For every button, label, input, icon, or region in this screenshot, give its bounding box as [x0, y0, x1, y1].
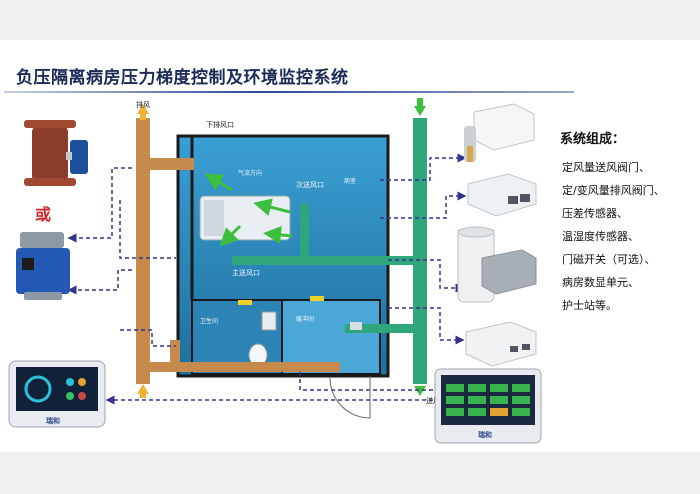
ward-label: 病室 [344, 178, 357, 185]
sink [261, 311, 277, 331]
nurse-station-display [434, 368, 542, 444]
ward-display-unit [8, 360, 106, 428]
page-title: 负压隔离病房压力梯度控制及环境监控系统 [16, 68, 349, 88]
right-brand-text: 瑞和 [478, 431, 492, 439]
supply-duct-vertical [413, 118, 427, 384]
exhaust-in-arrow [137, 384, 149, 394]
supply-duct-branch-main [232, 256, 413, 265]
exhaust-label: 排风 [136, 101, 150, 109]
bathroom-label: 卫生间 [200, 318, 219, 325]
list-item: 压差传感器、 [562, 207, 628, 220]
list-item: 护士站等。 [562, 299, 617, 312]
exhaust-up-arrow [137, 104, 149, 114]
top-band [0, 0, 700, 40]
buffer-room-area [281, 299, 381, 375]
or-label: 或 [35, 205, 52, 224]
exhaust-duct-vertical [136, 118, 150, 384]
list-item: 定风量送风阀门、 [562, 161, 650, 174]
exhaust-duct-lower [150, 362, 340, 372]
main-supply-port-label: 主送风口 [232, 269, 260, 277]
exhaust-valve-image [24, 120, 88, 186]
buffer-room-label: 缓冲间 [296, 316, 315, 323]
system-composition-heading: 系统组成： [560, 132, 626, 147]
supply-out-arrow [414, 386, 426, 396]
left-brand-text: 瑞和 [46, 417, 60, 425]
secondary-supply-port-label: 次送风口 [296, 181, 324, 189]
door-magnetic-sensor [457, 226, 537, 303]
bottom-band [0, 452, 700, 494]
bottom-exhaust-port-label: 下排风口 [206, 121, 234, 129]
supply-duct-branch-buffer [345, 324, 413, 333]
supply-air-label: 送风 [426, 397, 440, 405]
list-item: 定/变风量排风阀门、 [562, 184, 665, 197]
blue-valve-actuator-image [16, 232, 70, 300]
title-underline [4, 91, 574, 93]
list-item: 病房数显单元、 [562, 276, 639, 289]
supply-in-arrow [414, 106, 426, 116]
list-item: 门磁开关（可选）、 [562, 253, 656, 266]
list-item: 温湿度传感器、 [562, 230, 639, 243]
exhaust-duct-branch [150, 158, 194, 170]
system-composition-list: 定风量送风阀门、 定/变风量排风阀门、 压差传感器、 温湿度传感器、 门磁开关（… [562, 156, 665, 317]
pressure-sensor-box [465, 321, 537, 367]
airflow-direction-label: 气流方向 [238, 170, 263, 177]
temperature-humidity-sensor [464, 103, 535, 162]
pressure-differential-sensor [467, 173, 537, 217]
